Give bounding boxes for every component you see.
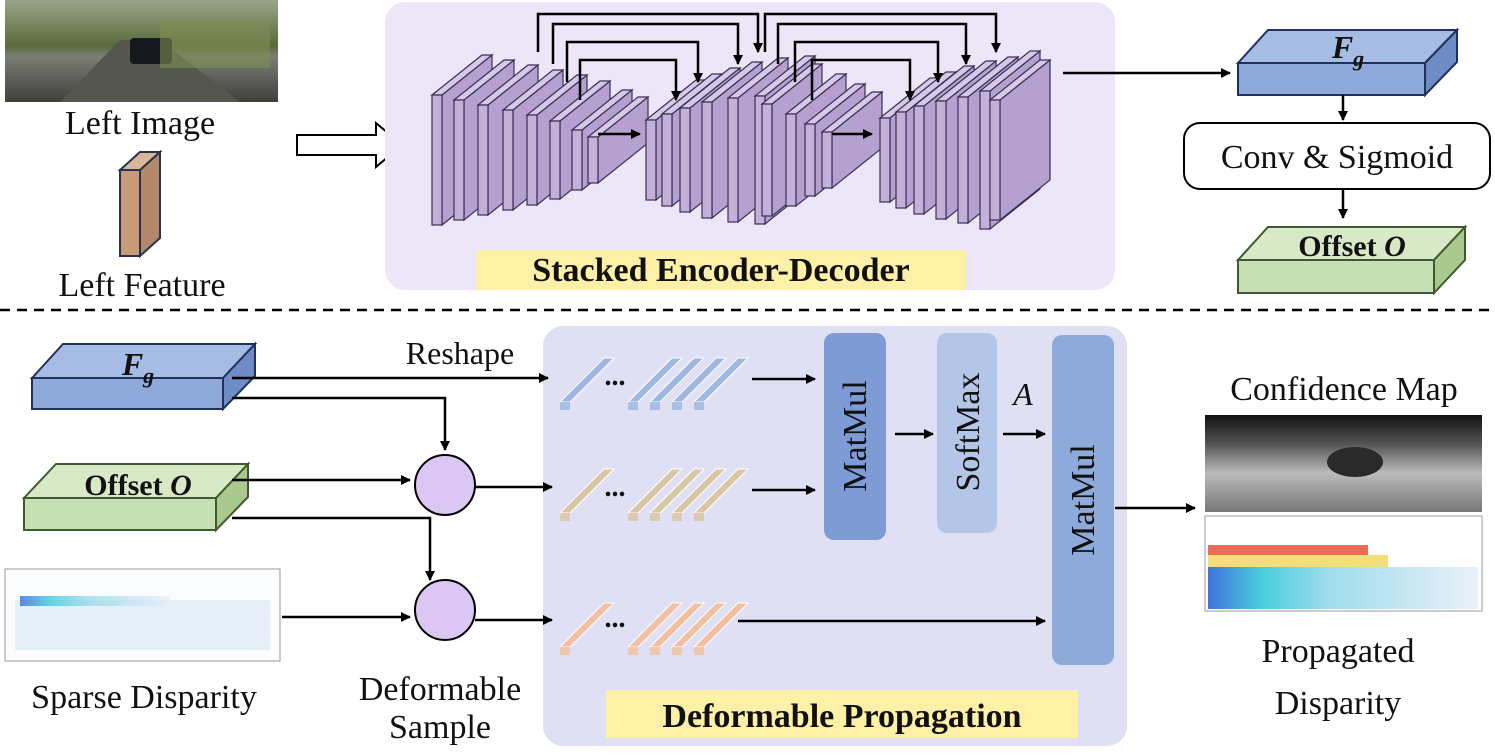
propagation-title: Deformable Propagation	[662, 698, 1021, 735]
feature-bar-face	[650, 647, 660, 655]
deformable-sample-line1: Deformable	[359, 671, 521, 708]
encoder-decoder-layers	[430, 49, 1052, 231]
encoder-decoder-title-bg	[476, 250, 966, 290]
softmax-block	[937, 333, 997, 533]
reshape-label: Reshape	[406, 335, 514, 371]
propagated-disparity-line2: Disparity	[1275, 685, 1402, 722]
fg-label-top: Fg	[1331, 29, 1364, 71]
matmul1-block	[824, 333, 886, 540]
sample-circle-1	[414, 454, 476, 516]
feature-bar-face	[650, 402, 660, 410]
propagation-title-bg	[606, 690, 1078, 738]
offset-block-bottom	[21, 461, 251, 533]
confidence-map-image	[1205, 415, 1482, 512]
sparse-disparity-thumbnail	[4, 568, 281, 662]
ellipsis-row1: ...	[605, 361, 626, 392]
feature-bar-face	[628, 402, 638, 410]
feature-bar-face	[672, 513, 682, 521]
encoder-layer	[820, 90, 884, 190]
feature-bar-face	[628, 647, 638, 655]
deformable-sample-line2: Sample	[389, 709, 491, 746]
sparse-disparity-label: Sparse Disparity	[31, 679, 257, 716]
bottom-connectors	[232, 373, 1196, 626]
feature-bar-face	[560, 402, 570, 410]
attention-label: A	[1011, 376, 1033, 412]
feature-bar-face	[560, 513, 570, 521]
confidence-map-label: Confidence Map	[1230, 371, 1458, 408]
encoder-decoder-skip-connections	[536, 12, 1001, 139]
fg-block-bottom	[29, 341, 258, 412]
encoder-decoder-title: Stacked Encoder-Decoder	[532, 252, 909, 289]
feature-bar-face	[694, 513, 704, 521]
feature-bar-face	[628, 513, 638, 521]
propagated-disparity-line1: Propagated	[1262, 633, 1415, 670]
matmul1-label: MatMul	[837, 380, 874, 491]
encoder-layer	[988, 58, 1052, 222]
feature-bar-face	[672, 647, 682, 655]
feature-bar-face	[560, 647, 570, 655]
conv-sigmoid-label: Conv & Sigmoid	[1221, 139, 1453, 176]
left-image-thumbnail	[5, 0, 278, 102]
fg-label-bottom: Fg	[121, 346, 154, 388]
feature-bar-face	[694, 647, 704, 655]
offset-block-top	[1235, 224, 1468, 296]
ellipsis-row3: ...	[605, 603, 626, 634]
matmul2-block	[1052, 335, 1114, 665]
fg-block-top	[1235, 27, 1460, 98]
feature-bar-face	[650, 513, 660, 521]
feature-bar-face	[694, 402, 704, 410]
offset-label-top: Offset O	[1298, 230, 1405, 263]
conv-sigmoid-box	[1183, 122, 1491, 190]
matmul2-label: MatMul	[1065, 444, 1102, 555]
feature-bar-face	[672, 402, 682, 410]
left-image-label: Left Image	[65, 105, 215, 142]
propagated-disparity-image	[1204, 515, 1483, 612]
sample-circle-2	[414, 579, 476, 641]
offset-label-bottom: Offset O	[84, 469, 191, 502]
softmax-label: SoftMax	[950, 373, 987, 492]
reshaped-feature-bars	[558, 357, 750, 655]
left-feature-block	[117, 149, 163, 259]
left-feature-label: Left Feature	[58, 267, 225, 304]
ellipsis-row2: ...	[605, 472, 626, 503]
